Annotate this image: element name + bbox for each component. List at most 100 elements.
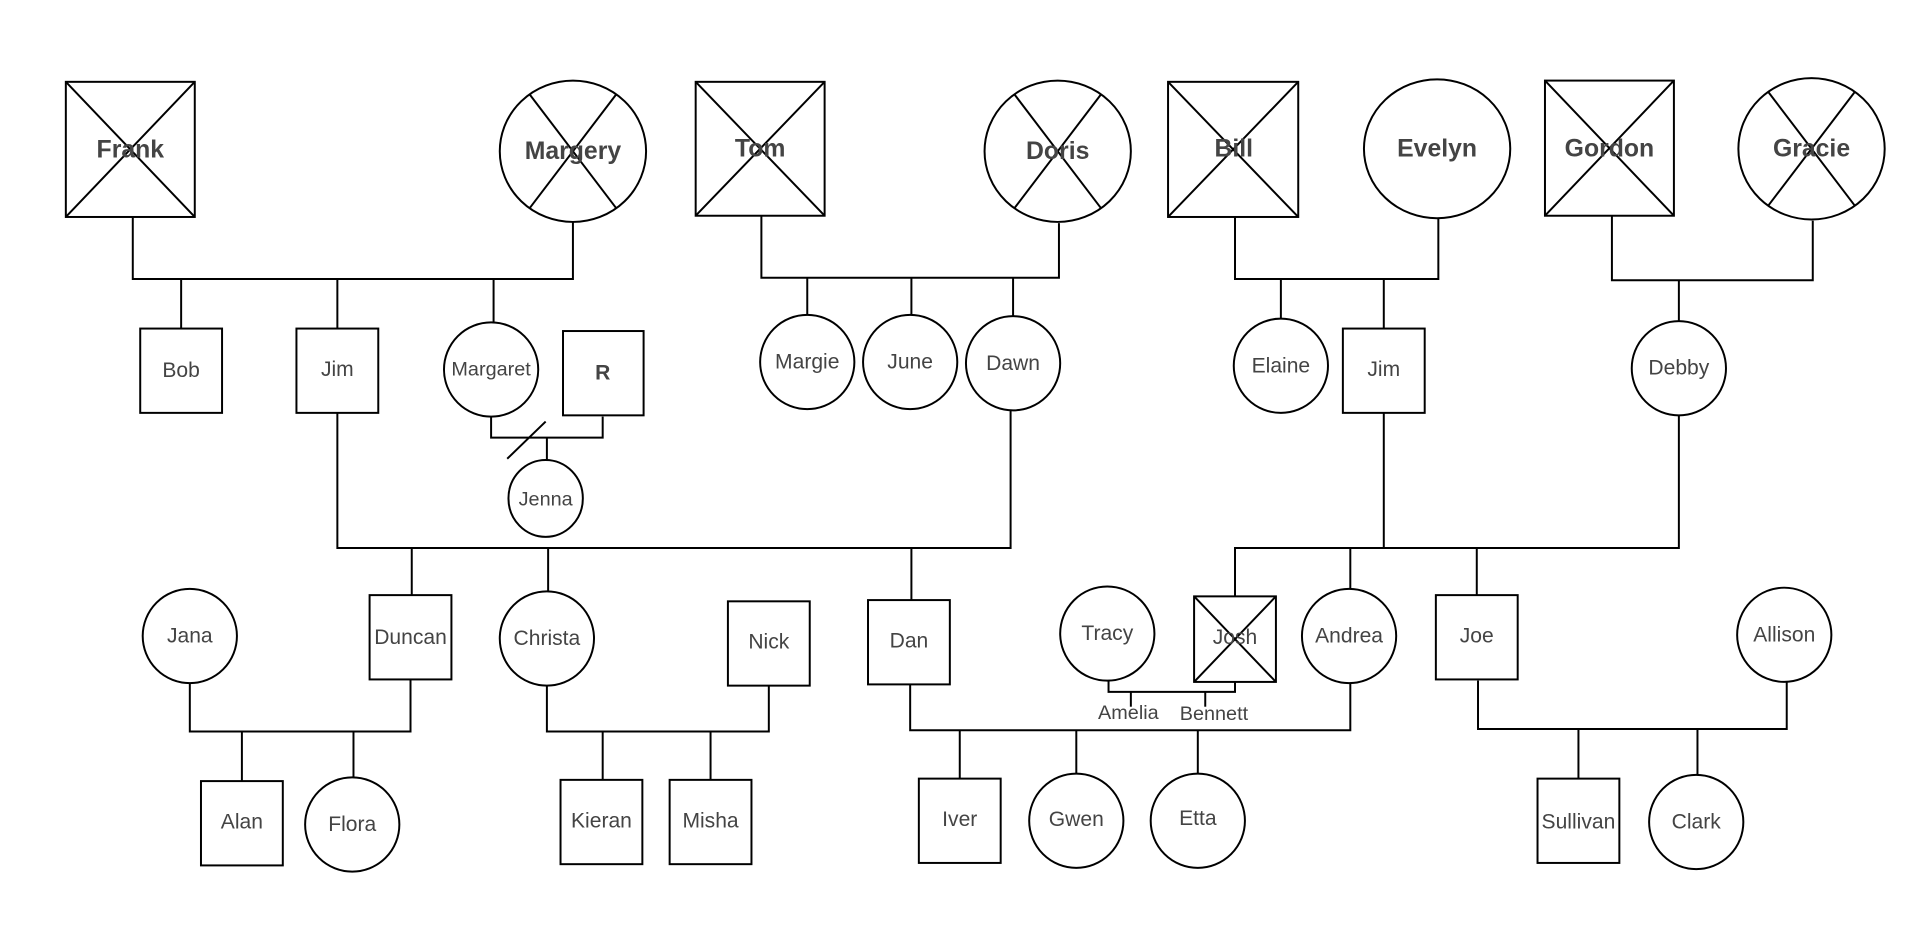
person-june[interactable]: June: [862, 313, 959, 411]
person-name: R: [595, 362, 610, 385]
person-jim-2[interactable]: Jim: [1341, 327, 1426, 414]
person-name: Allison: [1753, 623, 1815, 646]
deceased-cross: [1544, 79, 1675, 217]
person-flora[interactable]: Flora: [304, 776, 401, 873]
female-symbol: [498, 590, 595, 687]
person-name: Sullivan: [1542, 811, 1616, 834]
person-gracie[interactable]: Gracie: [1737, 77, 1886, 221]
male-symbol: [559, 778, 644, 866]
female-symbol: [1149, 772, 1246, 869]
person-josh[interactable]: Josh: [1193, 595, 1277, 683]
male-symbol: [726, 600, 811, 687]
person-name: Misha: [682, 809, 738, 832]
person-misha[interactable]: Misha: [668, 778, 753, 866]
person-elaine[interactable]: Elaine: [1232, 317, 1329, 414]
person-margie[interactable]: Margie: [759, 313, 856, 411]
person-dawn[interactable]: Dawn: [964, 315, 1062, 412]
person-r[interactable]: R: [562, 330, 645, 417]
person-gwen[interactable]: Gwen: [1028, 772, 1125, 869]
person-name: Andrea: [1315, 625, 1383, 648]
person-name: Margie: [775, 351, 839, 374]
person-name: Margaret: [451, 358, 531, 380]
male-symbol: [1434, 594, 1519, 681]
person-gordon[interactable]: Gordon: [1543, 79, 1675, 217]
child-label-bennett: Bennett: [1180, 703, 1249, 725]
person-etta[interactable]: Etta: [1149, 772, 1246, 869]
female-symbol: [141, 587, 238, 685]
couple-line-tracy-josh: [1107, 680, 1236, 693]
female-symbol: [1300, 587, 1398, 685]
person-name: Duncan: [374, 626, 447, 649]
person-name: Bob: [162, 359, 199, 382]
person-name: Debby: [1648, 357, 1709, 380]
deceased-cross: [694, 81, 826, 217]
female-symbol: [862, 313, 959, 411]
person-name: Jim: [321, 358, 354, 381]
female-symbol: [507, 458, 584, 538]
male-symbol: [139, 327, 224, 414]
male-symbol: [1536, 777, 1621, 864]
person-name: Tom: [735, 135, 785, 162]
female-symbol: [964, 315, 1062, 412]
person-bob[interactable]: Bob: [139, 327, 224, 414]
person-tom[interactable]: Tom: [694, 80, 826, 217]
female-symbol: [304, 776, 401, 873]
person-debby[interactable]: Debby: [1630, 320, 1727, 417]
person-name: Jenna: [519, 489, 574, 511]
connector-lines: [131, 215, 1814, 782]
deceased-cross: [1167, 81, 1299, 218]
male-symbol: [917, 777, 1002, 864]
person-jenna[interactable]: Jenna: [507, 458, 584, 538]
person-name: Tracy: [1081, 622, 1133, 645]
female-symbol: [1648, 773, 1745, 871]
person-duncan[interactable]: Duncan: [368, 594, 453, 681]
person-name: Frank: [97, 137, 165, 164]
male-symbol: [668, 778, 753, 866]
person-name: Margery: [525, 138, 622, 165]
couple-line-jim-debby: [1382, 412, 1680, 550]
person-jana[interactable]: Jana: [141, 587, 238, 685]
person-sullivan[interactable]: Sullivan: [1536, 777, 1621, 864]
person-andrea[interactable]: Andrea: [1300, 587, 1398, 685]
person-kieran[interactable]: Kieran: [559, 778, 644, 866]
male-symbol: [867, 599, 951, 686]
person-name: Gordon: [1565, 135, 1654, 162]
person-christa[interactable]: Christa: [498, 590, 595, 687]
female-symbol: [442, 321, 540, 418]
person-name: Jana: [167, 625, 213, 648]
couple-line-tom-doris: [760, 215, 1060, 279]
person-alan[interactable]: Alan: [199, 780, 284, 867]
person-doris[interactable]: Doris: [983, 79, 1132, 223]
person-iver[interactable]: Iver: [917, 777, 1002, 864]
person-clark[interactable]: Clark: [1648, 773, 1745, 871]
person-tracy[interactable]: Tracy: [1059, 585, 1156, 682]
couple-line-jim-dawn: [336, 410, 1012, 550]
person-jim[interactable]: Jim: [295, 327, 380, 414]
female-symbol: [1630, 320, 1727, 417]
person-joe[interactable]: Joe: [1434, 594, 1519, 681]
male-symbol: [1341, 327, 1426, 414]
person-allison[interactable]: Allison: [1736, 586, 1833, 683]
person-evelyn[interactable]: Evelyn: [1362, 78, 1512, 220]
person-dan[interactable]: Dan: [867, 599, 951, 686]
person-name: Dawn: [986, 352, 1040, 375]
couple-line-christa-nick: [545, 684, 770, 733]
person-margery[interactable]: Margery: [498, 79, 648, 223]
person-name: Elaine: [1252, 354, 1311, 377]
person-name: Josh: [1213, 626, 1258, 649]
female-symbol: [1736, 586, 1833, 683]
person-name: Jim: [1367, 358, 1400, 381]
person-nick[interactable]: Nick: [726, 600, 811, 687]
person-frank[interactable]: Frank: [64, 80, 196, 218]
person-name: Alan: [221, 811, 263, 834]
person-bill[interactable]: Bill: [1167, 80, 1300, 218]
person-name: Clark: [1672, 811, 1722, 834]
person-name: June: [887, 351, 933, 374]
couple-line-dan-andrea: [909, 683, 1352, 732]
child-label-amelia: Amelia: [1098, 702, 1160, 724]
female-symbol: [1232, 317, 1329, 414]
couple-line-margaret-r: [490, 416, 604, 439]
person-name: Christa: [514, 627, 581, 650]
person-margaret[interactable]: Margaret: [442, 321, 540, 418]
